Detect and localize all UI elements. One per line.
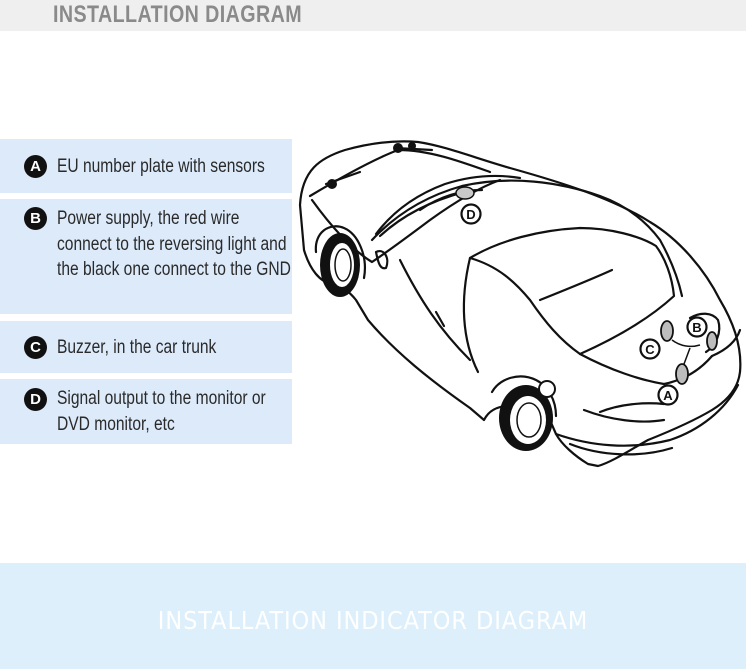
header-bar: INSTALLATION DIAGRAM	[0, 0, 746, 31]
legend-badge-b: B	[24, 207, 47, 230]
sensor-marks	[660, 320, 718, 385]
marker-a-label: A	[663, 388, 673, 403]
rear-wheel	[499, 385, 553, 451]
legend-item-b: B Power supply, the red wire connect to …	[0, 199, 292, 314]
footer-band: INSTALLATION INDICATOR DIAGRAM	[0, 563, 746, 669]
legend-badge-d: D	[24, 388, 47, 411]
legend-item-a: A EU number plate with sensors	[0, 139, 292, 193]
marker-b-label: B	[692, 320, 701, 335]
marker-a: A	[657, 384, 679, 406]
front-wheel	[320, 233, 360, 297]
footer-title: INSTALLATION INDICATOR DIAGRAM	[157, 606, 589, 635]
legend-text-d: Signal output to the monitor or DVD moni…	[57, 388, 266, 435]
marker-d: D	[460, 203, 482, 225]
legend-item-c: C Buzzer, in the car trunk	[0, 321, 292, 373]
page-title: INSTALLATION DIAGRAM	[53, 1, 303, 28]
legend-item-d: D Signal output to the monitor or DVD mo…	[0, 379, 292, 444]
legend-text-c: Buzzer, in the car trunk	[57, 337, 217, 358]
marker-b: B	[686, 316, 708, 338]
car-illustration: D B C A	[298, 140, 742, 468]
legend-text-b: Power supply, the red wire connect to th…	[57, 208, 291, 280]
marker-d-label: D	[466, 207, 475, 222]
marker-c: C	[639, 338, 661, 360]
marker-c-label: C	[645, 342, 655, 357]
legend-badge-a: A	[24, 155, 47, 178]
legend-badge-c: C	[24, 336, 47, 359]
legend-text-a: EU number plate with sensors	[57, 156, 265, 177]
